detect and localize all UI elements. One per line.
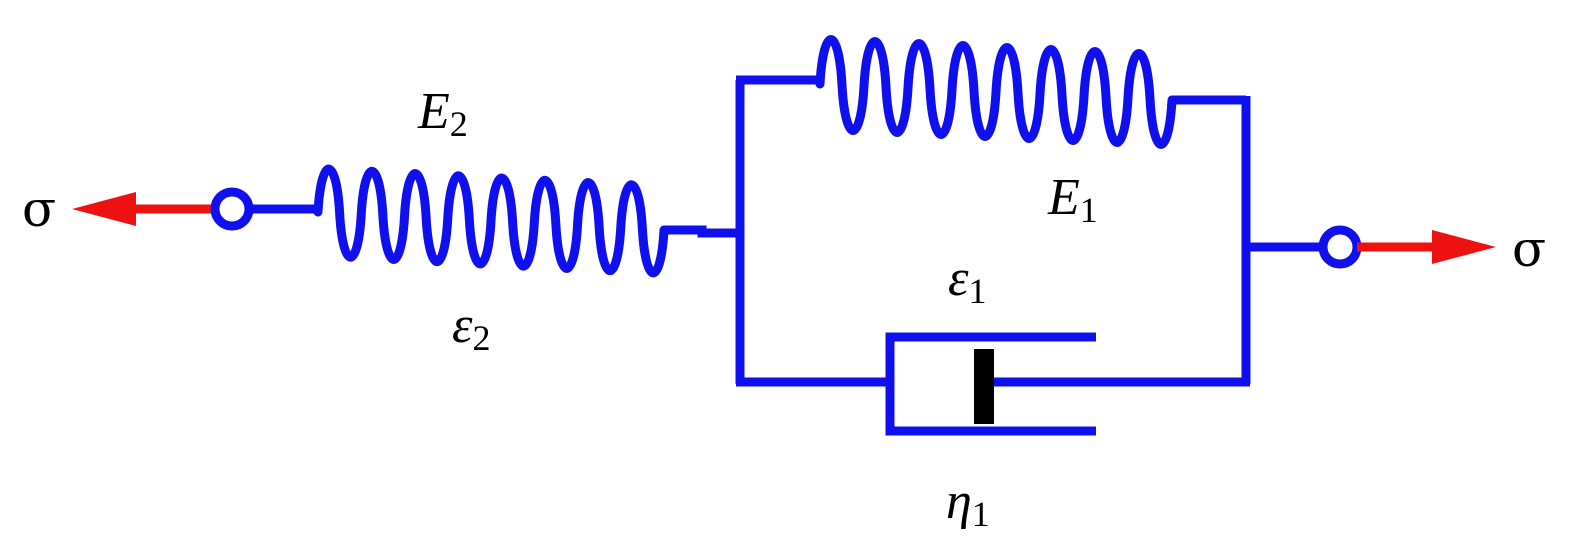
stress-label-left: σ bbox=[22, 180, 56, 238]
dashpot-piston bbox=[974, 349, 994, 424]
left-terminal-node bbox=[210, 187, 254, 231]
stress-label-right: σ bbox=[1512, 220, 1546, 278]
series-spring-e2 bbox=[313, 164, 669, 278]
strain-label-e1: ε1 bbox=[948, 250, 987, 311]
left-stress-arrow bbox=[72, 192, 214, 226]
viscosity-label-eta1: η1 bbox=[946, 473, 990, 534]
strain-label-e2: ε2 bbox=[452, 297, 491, 358]
modulus-label-e1: E1 bbox=[1047, 169, 1098, 230]
series-connector-wire bbox=[664, 225, 740, 238]
right-stress-arrow bbox=[1357, 230, 1496, 264]
modulus-label-e2: E2 bbox=[417, 83, 468, 144]
right-terminal-node bbox=[1318, 225, 1362, 269]
dashpot-cylinder bbox=[885, 332, 1096, 436]
parallel-spring-e1 bbox=[815, 35, 1177, 149]
